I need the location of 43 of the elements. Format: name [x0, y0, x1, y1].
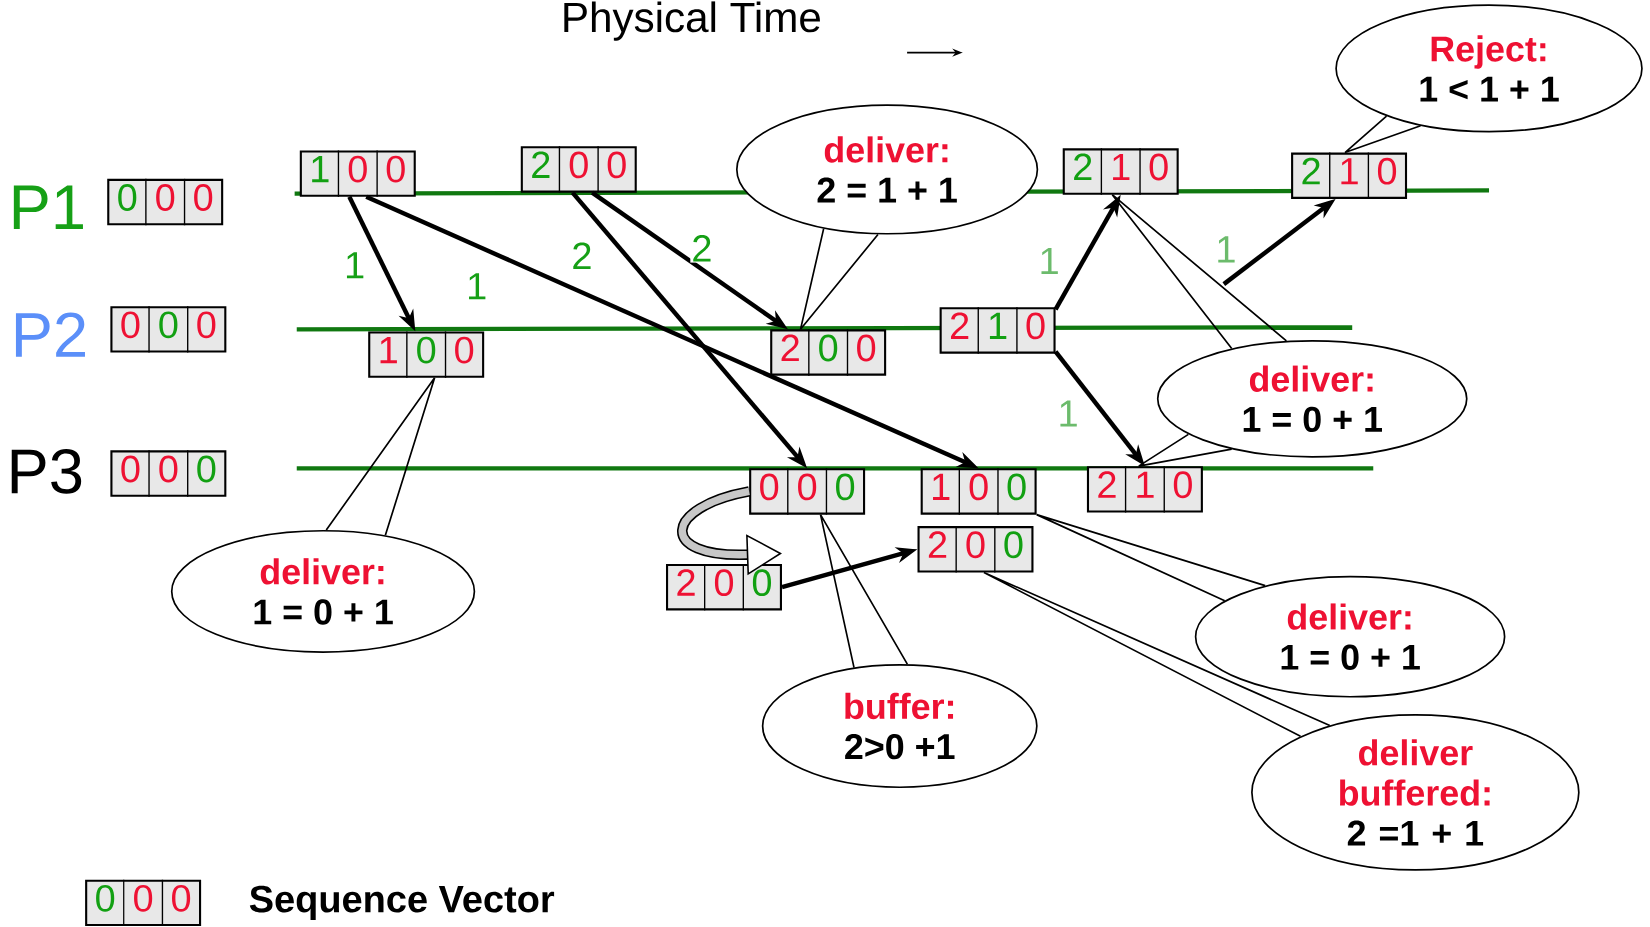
edge-label: 1 — [1056, 399, 1080, 428]
sequence-vector: 0 0 0 — [749, 467, 866, 516]
sequence-vector: 2 1 0 — [1062, 147, 1179, 196]
sequence-vector: 2 0 0 — [770, 328, 887, 377]
edge-label: 1 — [1037, 246, 1061, 275]
callout-bubble: buffer: 2>0 +1 — [761, 664, 1038, 789]
sequence-vector: 1 0 0 — [299, 149, 416, 198]
edge-label: 1 — [343, 251, 367, 280]
sequence-vector: 2 1 0 — [1086, 465, 1203, 514]
callout-tail — [819, 513, 909, 669]
sequence-vector: 0 0 0 — [110, 449, 227, 498]
callout-bubble: deliver: 1 = 0 + 1 — [1194, 575, 1506, 698]
sequence-vector: 2 0 0 — [917, 525, 1034, 574]
callout-tail — [1137, 433, 1233, 467]
callout-tail — [325, 376, 436, 537]
legend-label: Sequence Vector — [249, 885, 555, 921]
sequence-vector: 1 0 0 — [920, 467, 1037, 516]
sequence-vector: 2 0 0 — [520, 145, 637, 194]
edge-label: 2 — [570, 241, 594, 270]
process-label: P2 — [15, 312, 85, 357]
sequence-vector: 0 0 0 — [85, 878, 202, 927]
sequence-vector: 0 0 0 — [110, 305, 227, 354]
callout-tail — [1035, 513, 1266, 602]
sequence-vector: 2 0 0 — [666, 563, 782, 612]
title: Physical Time — [564, 1, 820, 41]
callout-tail — [1111, 193, 1288, 350]
sequence-vector: 1 0 0 — [368, 330, 485, 379]
callout-bubble: deliver buffered: 2 =1 + 1 — [1251, 714, 1580, 871]
callout-tail — [799, 227, 879, 331]
edge-label: 2 — [690, 234, 714, 263]
callout-tail — [983, 571, 1331, 738]
callout-tail — [1344, 115, 1422, 154]
callout-bubble: Reject: 1 < 1 + 1 — [1335, 4, 1643, 133]
callout-bubble: deliver: 1 = 0 + 1 — [1156, 339, 1468, 458]
process-label: P3 — [11, 449, 82, 494]
edge-label: 1 — [1214, 235, 1238, 264]
sequence-vector: 2 1 0 — [1291, 151, 1408, 200]
callout-bubble: deliver: 2 = 1 + 1 — [736, 104, 1039, 235]
process-label: P1 — [13, 185, 83, 230]
sequence-vector: 2 1 0 — [939, 306, 1056, 355]
sequence-vector: 0 0 0 — [107, 178, 224, 226]
edge-label: 1 — [465, 272, 489, 301]
callout-bubble: deliver: 1 = 0 + 1 — [170, 529, 476, 653]
